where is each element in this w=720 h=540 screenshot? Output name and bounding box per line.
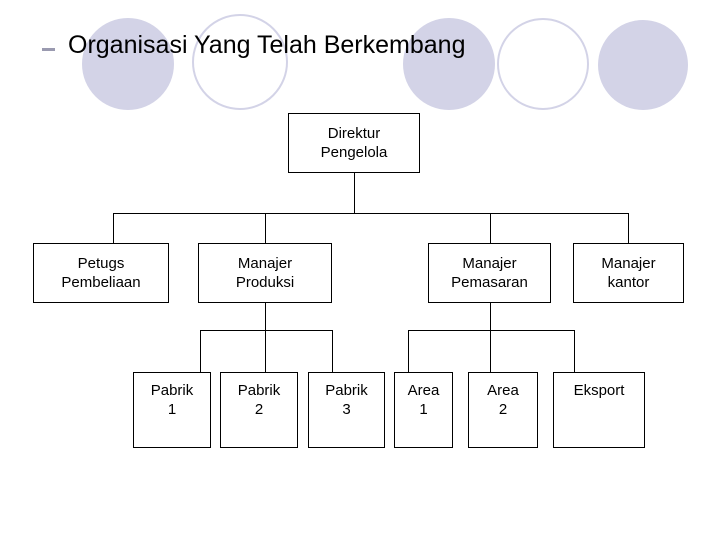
org-node-label-pabrik-3: Pabrik 3 <box>325 382 368 418</box>
org-node-area-2[interactable]: Area 2 <box>468 372 538 448</box>
org-node-label-manajer-pemasaran: Manajer Pemasaran <box>451 255 528 291</box>
org-node-pabrik-3[interactable]: Pabrik 3 <box>308 372 385 448</box>
connector-drop-area-1 <box>408 330 409 372</box>
page-title: Organisasi Yang Telah Berkembang <box>68 31 466 59</box>
connector-drop-produksi <box>265 213 266 243</box>
org-node-pabrik-2[interactable]: Pabrik 2 <box>220 372 298 448</box>
connector-produksi-stem <box>265 303 266 330</box>
circle-2-decoration <box>192 14 288 110</box>
connector-produksi-bus <box>200 330 333 331</box>
circle-5-decoration <box>598 20 688 110</box>
connector-pemasaran-bus <box>408 330 575 331</box>
org-node-manajer-pemasaran[interactable]: Manajer Pemasaran <box>428 243 551 303</box>
connector-drop-pemasaran <box>490 213 491 243</box>
circle-4-decoration <box>497 18 589 110</box>
org-node-direktur-pengelola[interactable]: Direktur Pengelola <box>288 113 420 173</box>
connector-root-stem <box>354 173 355 214</box>
connector-drop-area-2 <box>490 330 491 372</box>
circle-3-decoration <box>403 18 495 110</box>
org-node-petugs-pembeliaan[interactable]: Petugs Pembeliaan <box>33 243 169 303</box>
org-node-label-petugs-pembeliaan: Petugs Pembeliaan <box>61 255 141 291</box>
connector-drop-petugs <box>113 213 114 243</box>
connector-drop-pabrik-1 <box>200 330 201 372</box>
org-node-label-direktur-pengelola: Direktur Pengelola <box>320 125 388 161</box>
org-node-area-1[interactable]: Area 1 <box>394 372 453 448</box>
org-node-label-manajer-kantor: Manajer kantor <box>601 255 656 291</box>
org-node-label-area-1: Area 1 <box>407 382 440 418</box>
org-node-label-pabrik-2: Pabrik 2 <box>237 382 281 418</box>
org-node-label-pabrik-1: Pabrik 1 <box>150 382 194 418</box>
org-node-pabrik-1[interactable]: Pabrik 1 <box>133 372 211 448</box>
title-bullet-dash <box>42 48 55 51</box>
org-node-eksport[interactable]: Eksport <box>553 372 645 448</box>
connector-level2-bus <box>113 213 629 214</box>
circle-1-decoration <box>82 18 174 110</box>
org-node-label-area-2: Area 2 <box>487 382 519 418</box>
connector-pemasaran-stem <box>490 303 491 330</box>
connector-drop-kantor <box>628 213 629 243</box>
connector-drop-pabrik-2 <box>265 330 266 372</box>
org-node-label-eksport: Eksport <box>573 382 625 399</box>
connector-drop-eksport <box>574 330 575 372</box>
org-node-manajer-kantor[interactable]: Manajer kantor <box>573 243 684 303</box>
org-node-label-manajer-produksi: Manajer Produksi <box>235 255 295 291</box>
connector-drop-pabrik-3 <box>332 330 333 372</box>
org-node-manajer-produksi[interactable]: Manajer Produksi <box>198 243 332 303</box>
